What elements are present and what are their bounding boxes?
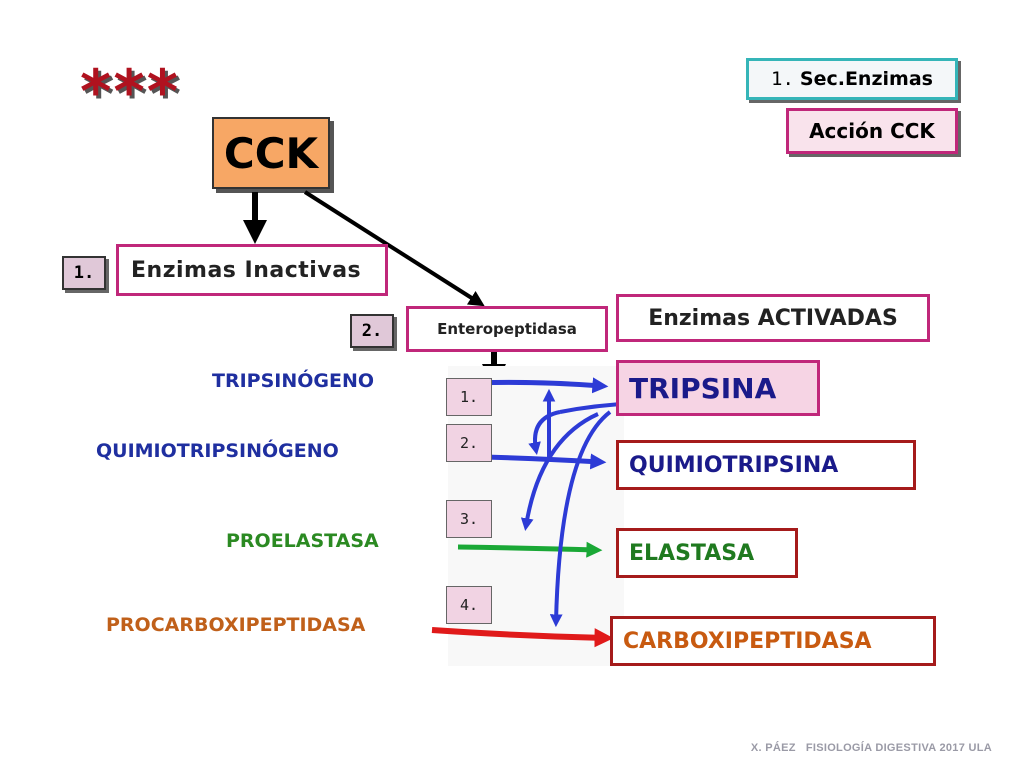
zymogen-tripsinogeno: TRIPSINÓGENO	[212, 370, 375, 392]
number-1: 1.	[446, 378, 492, 416]
step1-inactive-box: Enzimas Inactivas	[116, 244, 388, 296]
active-carboxipeptidasa-box: CARBOXIPEPTIDASA	[610, 616, 936, 666]
active-tripsina: TRIPSINA	[629, 371, 777, 405]
cck-to-enteropeptidasa-arrow	[303, 190, 485, 307]
legend-sec-number: 1.	[771, 68, 794, 90]
stars-marker: ***	[80, 57, 181, 127]
number-2: 2.	[446, 424, 492, 462]
cck-box: CCK	[212, 117, 330, 189]
zymogen-procarboxipeptidasa: PROCARBOXIPEPTIDASA	[106, 614, 366, 636]
active-quimiotripsina: QUIMIOTRIPSINA	[629, 452, 839, 478]
active-carboxipeptidasa: CARBOXIPEPTIDASA	[623, 628, 872, 654]
activated-header-box: Enzimas ACTIVADAS	[616, 294, 930, 342]
proelastasa-to-elastasa-arrow	[457, 541, 603, 558]
legend-sec-enzimas: 1. Sec.Enzimas	[746, 58, 958, 100]
footer-credit: X. PÁEZ FISIOLOGÍA DIGESTIVA 2017 ULA	[750, 742, 992, 754]
number-4: 4.	[446, 586, 492, 624]
active-quimiotripsina-box: QUIMIOTRIPSINA	[616, 440, 916, 490]
zymogen-proelastasa: PROELASTASA	[226, 530, 379, 552]
activated-header: Enzimas ACTIVADAS	[648, 305, 898, 331]
active-elastasa: ELASTASA	[629, 540, 755, 566]
step1-label: Enzimas Inactivas	[131, 257, 362, 283]
tripsina-activation-quimio-arrow	[528, 410, 561, 456]
legend-accion-cck: Acción CCK	[786, 108, 958, 154]
tripsina-activation-carboxi-arrow	[549, 410, 612, 628]
step2-enteropeptidasa-box: Enteropeptidasa	[406, 306, 608, 352]
step2-number: 2.	[350, 314, 394, 348]
procarboxi-to-carboxi-arrow	[431, 627, 614, 648]
active-elastasa-box: ELASTASA	[616, 528, 798, 578]
step2-label: Enteropeptidasa	[437, 320, 577, 338]
step1-number: 1.	[62, 256, 106, 290]
zymogen-quimiotripsinogeno: QUIMIOTRIPSINÓGENO	[96, 440, 339, 462]
tripsina-activation-elastasa-arrow	[520, 412, 599, 532]
legend-sec-label: Sec.Enzimas	[799, 68, 933, 90]
number-3: 3.	[446, 500, 492, 538]
active-tripsina-box: TRIPSINA	[616, 360, 820, 416]
